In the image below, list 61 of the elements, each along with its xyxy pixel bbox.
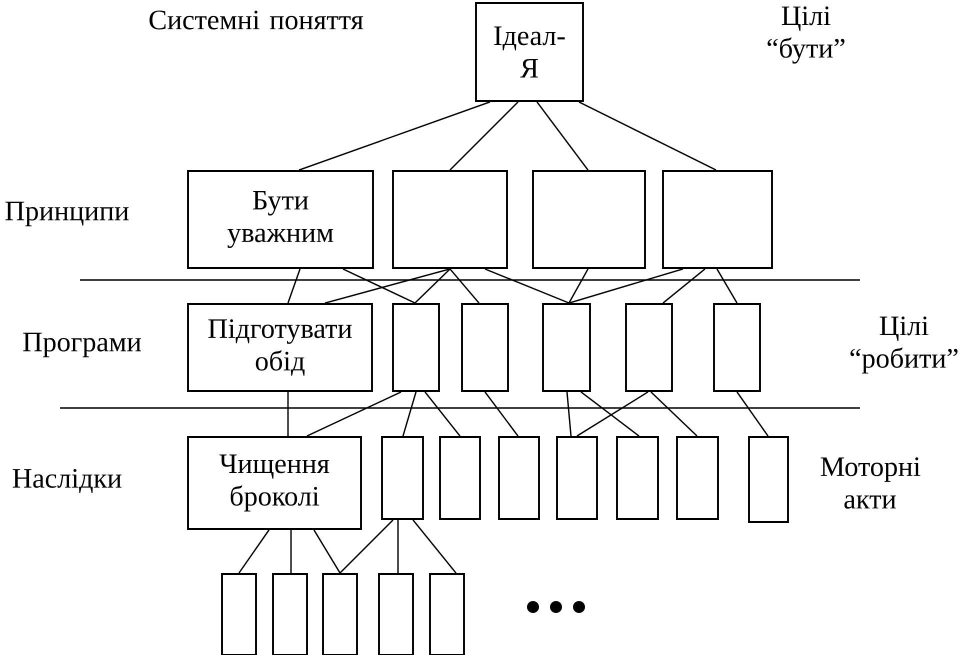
text-box: Ідеал-Я (475, 2, 584, 102)
connector-line (290, 530, 292, 574)
empty-box (221, 573, 257, 655)
level-label: Принципи (5, 202, 129, 226)
text-box: Підготувати обід (187, 303, 373, 392)
connector-line (238, 530, 270, 574)
empty-box (498, 436, 540, 520)
connector-line (412, 520, 457, 574)
connector-line (342, 268, 416, 304)
connector-line (313, 530, 341, 574)
level-label: Програми (23, 332, 141, 358)
text-box: Бути уважним (187, 170, 374, 269)
connector-line (324, 268, 450, 304)
empty-box (616, 436, 659, 520)
connector-line (736, 392, 769, 436)
empty-box (748, 436, 789, 523)
connector-line (450, 101, 518, 171)
empty-box (378, 573, 414, 655)
connector-line (306, 391, 402, 437)
level-label: Наслідки (12, 468, 122, 494)
empty-box (439, 436, 481, 520)
empty-box (272, 573, 308, 655)
empty-box (713, 303, 761, 392)
connector-line (568, 268, 589, 304)
connector-line (580, 391, 640, 437)
empty-box (381, 436, 424, 520)
connector-line (576, 391, 648, 437)
level-label: Системні поняття (150, 10, 364, 30)
connector-line (568, 268, 684, 304)
empty-box (322, 573, 358, 655)
connector-line (397, 520, 399, 574)
empty-box (392, 303, 440, 392)
connector-line (424, 392, 461, 436)
connector-line (650, 391, 698, 437)
empty-box (556, 436, 598, 520)
connector-line (536, 102, 589, 170)
connector-line (566, 392, 572, 436)
empty-box (461, 303, 509, 392)
connector-line (287, 392, 289, 436)
empty-box (532, 170, 646, 269)
empty-box (676, 436, 719, 520)
level-label: Цілі “бути” (768, 6, 844, 64)
connector-line (298, 101, 490, 171)
empty-box (662, 170, 773, 269)
connector-line (662, 268, 706, 304)
text-box: Чищення броколі (187, 436, 362, 530)
connector-line (414, 268, 450, 304)
empty-box (429, 573, 465, 655)
connector-line (340, 519, 394, 574)
level-label: Цілі “робити” (850, 316, 958, 374)
connector-line (287, 268, 301, 304)
connector-line (484, 268, 570, 304)
connector-line (449, 268, 480, 304)
empty-box (542, 303, 591, 392)
connector-line (402, 392, 417, 436)
connector-line (578, 101, 716, 171)
empty-box (625, 303, 673, 392)
level-label: Моторні акти (820, 457, 920, 509)
connector-line (484, 392, 519, 436)
connector-line (716, 268, 738, 304)
empty-box (392, 170, 508, 269)
